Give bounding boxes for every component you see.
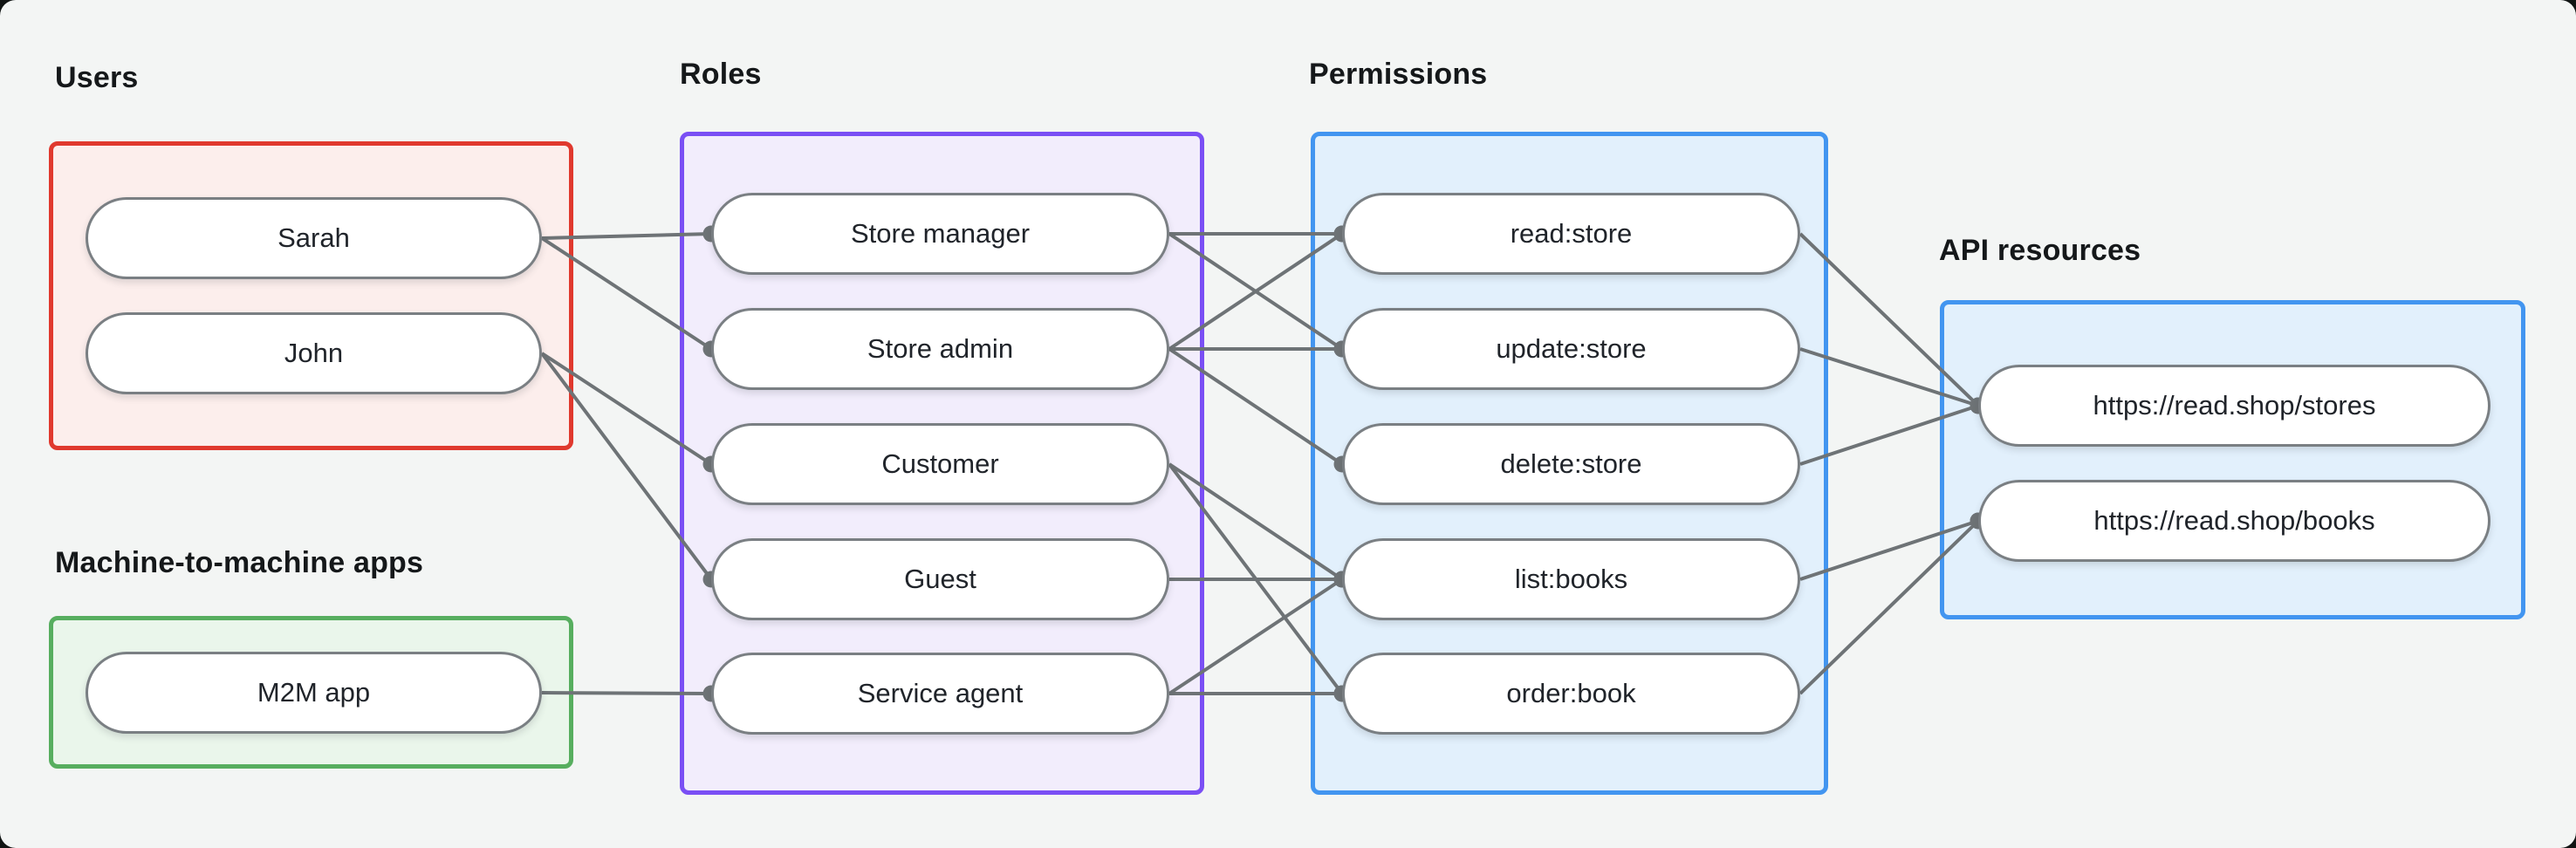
node-label: delete:store (1500, 448, 1642, 479)
node-update-store: update:store (1342, 308, 1800, 390)
node-label: Sarah (277, 222, 350, 253)
node-sarah: Sarah (86, 197, 542, 279)
node-label: https://read.shop/stores (2093, 390, 2376, 421)
node-label: Guest (904, 564, 976, 594)
m2m-apps-heading: Machine-to-machine apps (55, 546, 424, 579)
node-label: M2M app (257, 677, 371, 708)
node-label: Store admin (867, 333, 1014, 364)
users-group-box (49, 141, 573, 450)
node-label: Service agent (857, 678, 1024, 708)
node-label: Customer (881, 448, 999, 479)
node-customer: Customer (711, 423, 1169, 505)
permissions-heading: Permissions (1309, 58, 1488, 91)
node-store-manager: Store manager (711, 193, 1169, 275)
node-guest: Guest (711, 538, 1169, 620)
node-order-book: order:book (1342, 653, 1800, 735)
node-john: John (86, 312, 542, 394)
node-api-stores: https://read.shop/stores (1978, 365, 2490, 447)
node-read-store: read:store (1342, 193, 1800, 275)
users-heading: Users (55, 61, 139, 94)
api-resources-heading: API resources (1939, 234, 2141, 267)
node-label: Store manager (850, 218, 1031, 249)
node-m2m-app: M2M app (86, 652, 542, 734)
node-delete-store: delete:store (1342, 423, 1800, 505)
node-label: https://read.shop/books (2093, 505, 2375, 536)
roles-heading: Roles (680, 58, 762, 91)
api-resources-group-box (1940, 300, 2525, 619)
node-label: list:books (1514, 564, 1628, 594)
node-store-admin: Store admin (711, 308, 1169, 390)
node-label: order:book (1506, 678, 1636, 708)
node-label: update:store (1496, 333, 1647, 364)
node-label: read:store (1510, 218, 1633, 249)
node-list-books: list:books (1342, 538, 1800, 620)
node-label: John (284, 338, 344, 368)
node-api-books: https://read.shop/books (1978, 480, 2490, 562)
node-service-agent: Service agent (711, 653, 1169, 735)
